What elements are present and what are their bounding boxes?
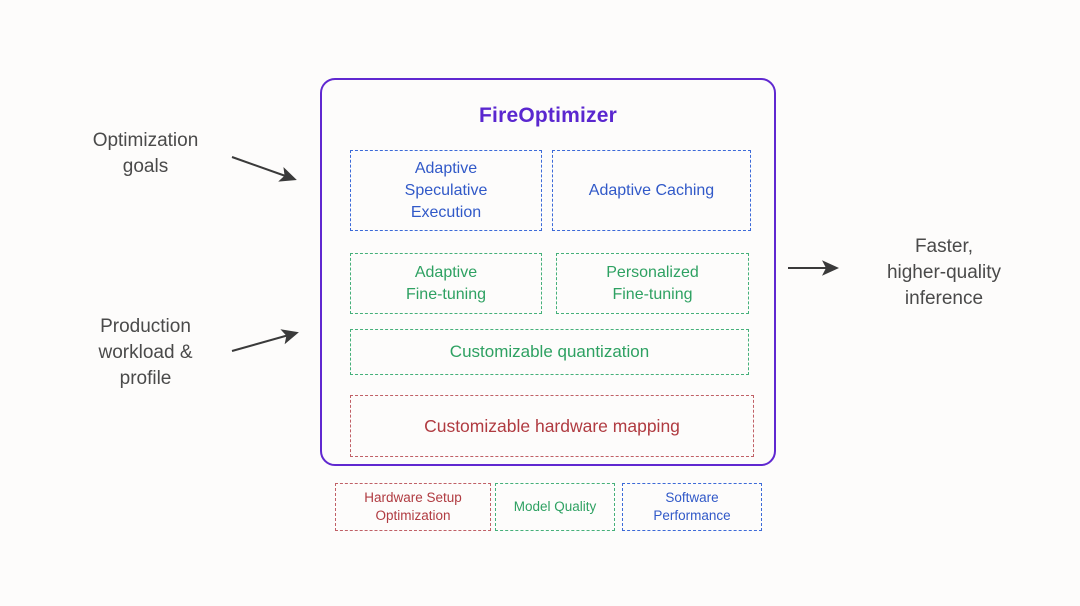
- output-label-inference: Faster, higher-quality inference: [886, 236, 1002, 309]
- arrow-optimization-goals-to-fireoptimizer: [231, 156, 297, 182]
- legend-item-hardware-setup-optimization[interactable]: Hardware Setup Optimization: [335, 483, 491, 531]
- legend-item-software-performance[interactable]: Software Performance: [622, 483, 762, 531]
- arrow-fireoptimizer-to-inference: [788, 260, 839, 276]
- input-label-optimization-goals: Optimization goals: [92, 130, 199, 177]
- fireoptimizer-container: FireOptimizer Adaptive Speculative Execu…: [320, 78, 776, 466]
- arrow-production-workload-to-fireoptimizer: [231, 329, 299, 352]
- feature-box-customizable-quantization[interactable]: Customizable quantization: [350, 329, 749, 375]
- feature-box-customizable-hardware-mapping[interactable]: Customizable hardware mapping: [350, 395, 754, 457]
- feature-box-adaptive-speculative-execution[interactable]: Adaptive Speculative Execution: [350, 150, 542, 231]
- feature-box-adaptive-caching[interactable]: Adaptive Caching: [552, 150, 751, 231]
- fireoptimizer-title: FireOptimizer: [479, 104, 617, 127]
- input-label-production-workload: Production workload & profile: [98, 316, 193, 389]
- legend-item-model-quality[interactable]: Model Quality: [495, 483, 615, 531]
- feature-box-adaptive-fine-tuning[interactable]: Adaptive Fine-tuning: [350, 253, 542, 314]
- feature-box-personalized-fine-tuning[interactable]: Personalized Fine-tuning: [556, 253, 749, 314]
